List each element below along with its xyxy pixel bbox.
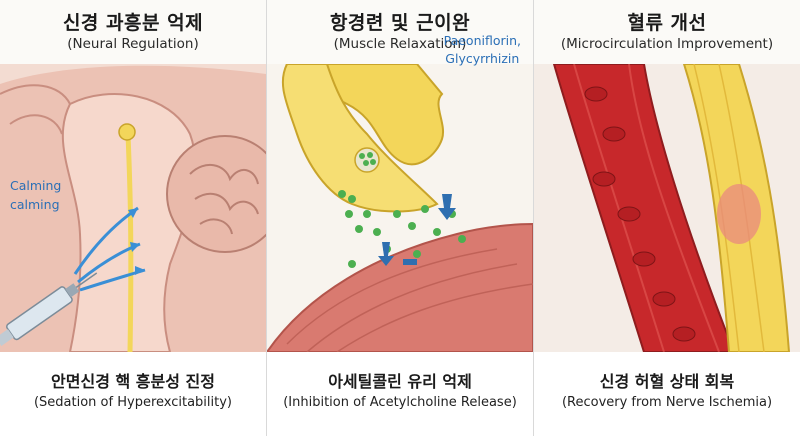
panel-caption-en: (Sedation of Hyperexcitability) — [33, 395, 233, 410]
brain-illustration — [0, 64, 266, 352]
drug-label: Paeoniflorin, Glycyrrhizin — [444, 32, 521, 68]
panel-divider — [533, 0, 534, 436]
panel-header — [0, 0, 266, 64]
receptor-icon — [378, 194, 456, 266]
panel-caption-en: (Recovery from Nerve Ischemia) — [561, 395, 773, 410]
panel-title-ko: 신경 과흥분 억제 — [62, 12, 204, 34]
calming-label-line-2: calming — [10, 197, 60, 212]
panel-microcirculation: 혈류 개선 (Microcirculation Improvement) 신 — [534, 0, 800, 436]
panel-caption-en: (Inhibition of Acetylcholine Release) — [283, 395, 517, 410]
panel-caption-ko: 아세틸콜린 유리 억제 — [328, 372, 472, 391]
drug-label-line-1: Paeoniflorin, — [443, 33, 521, 48]
red-blood-cell-icon — [584, 86, 696, 342]
panel-title-en: (Microcirculation Improvement) — [560, 36, 774, 52]
panel-header — [267, 0, 533, 64]
panel-caption-ko: 신경 허혈 상태 회복 — [599, 372, 735, 391]
panel-title-ko: 항경련 및 근이완 — [329, 12, 471, 34]
panel-header — [534, 0, 800, 64]
calming-label: Calming calming — [10, 176, 61, 214]
drug-label-line-2: Glycyrrhizin — [445, 51, 520, 66]
panel-title-ko: 혈류 개선 — [627, 12, 707, 34]
panel-divider — [266, 0, 267, 436]
synapse-illustration — [267, 64, 533, 352]
panel-title-en: (Neural Regulation) — [67, 36, 199, 52]
blood-vessel-illustration — [534, 64, 800, 352]
syringe-icon — [0, 272, 98, 346]
panel-caption-ko: 안면신경 핵 흥분성 진정 — [51, 372, 215, 391]
calming-label-line-1: Calming — [10, 178, 62, 193]
panel-muscle-relaxation: 항경련 및 근이완 (Muscle Relaxation) — [267, 0, 533, 436]
panel-neural-regulation: 신경 과흥분 억제 (Neural Regulation) — [0, 0, 266, 436]
panel-title-en: (Muscle Relaxation) — [333, 36, 467, 52]
